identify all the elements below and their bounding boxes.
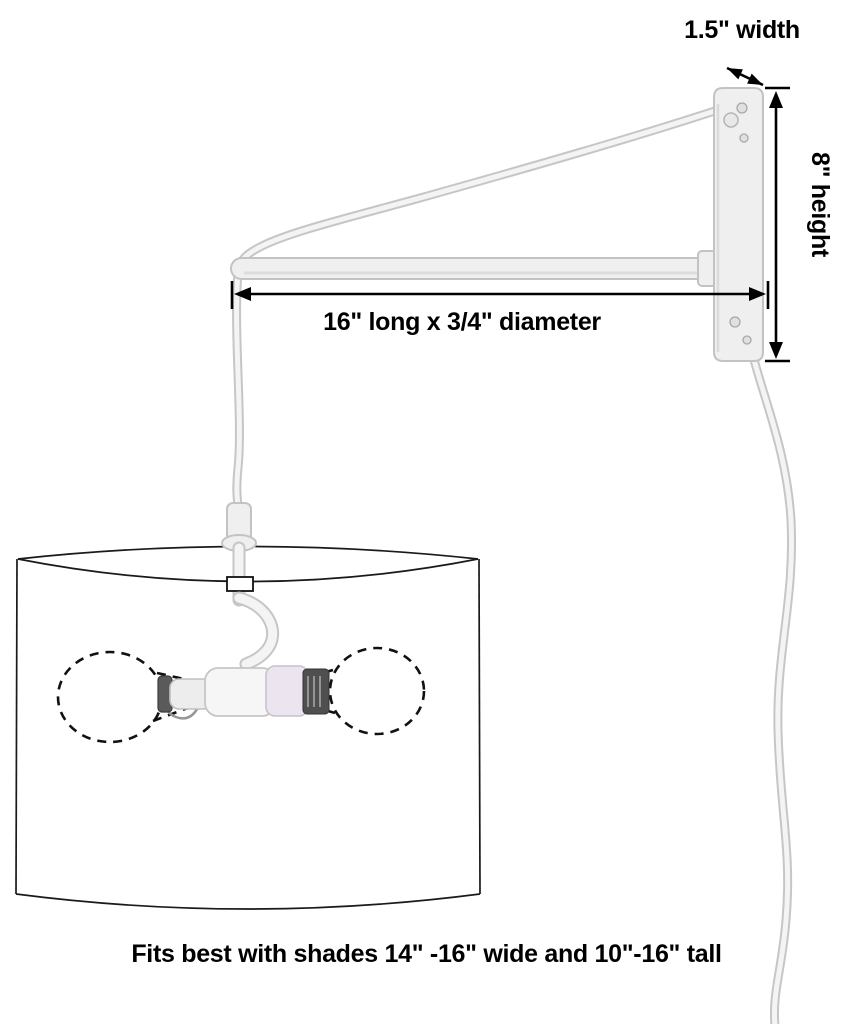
shade-spider <box>226 576 254 592</box>
screw-top <box>736 102 748 114</box>
bracket-height-label: 8" height <box>806 152 834 257</box>
swing-arm <box>230 250 717 287</box>
power-cord-drop <box>232 267 244 511</box>
arm-dimension-label: 16" long x 3/4" diameter <box>323 308 601 336</box>
screw-bottom1 <box>729 316 741 328</box>
socket-right <box>265 665 309 717</box>
pulley <box>723 112 739 128</box>
dimension-height <box>765 86 790 363</box>
shade-fit-caption: Fits best with shades 14" -16" wide and … <box>131 940 722 968</box>
bracket-width-label: 1.5" width <box>684 16 800 44</box>
wall-bracket <box>713 87 764 362</box>
socket-label-band <box>302 668 330 715</box>
screw-bottom2 <box>742 335 752 345</box>
power-cord-wall <box>747 347 797 1024</box>
socket-cluster <box>157 665 330 717</box>
socket-assembly <box>157 502 330 720</box>
dimension-length <box>230 281 770 309</box>
screw-mid <box>739 133 749 143</box>
power-cord-top <box>235 99 741 269</box>
dimension-width <box>726 66 764 87</box>
